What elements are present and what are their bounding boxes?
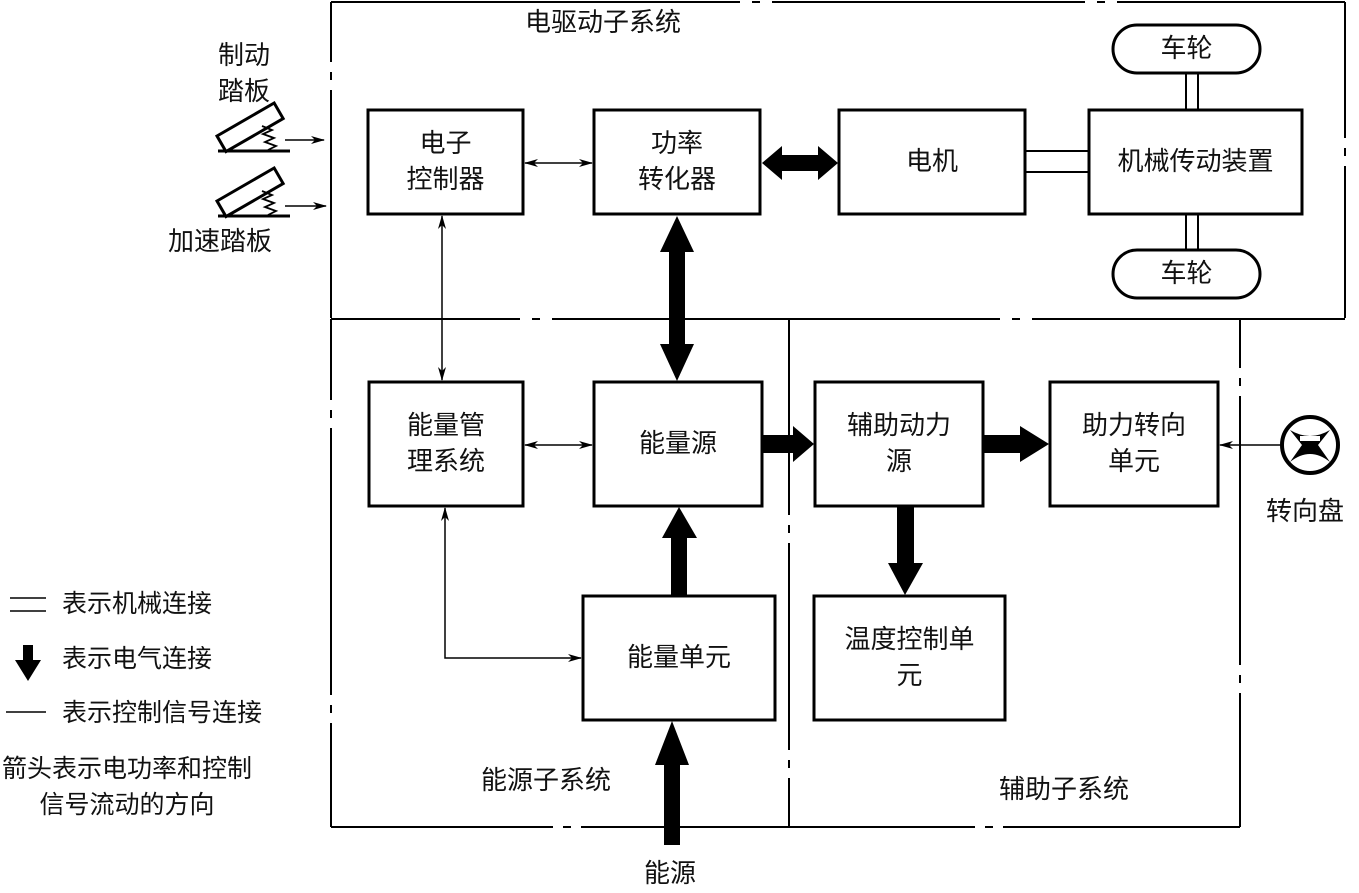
drive-subsystem-title: 电驱动子系统: [525, 8, 682, 38]
legend-note: 箭头表示电功率和控制 信号流动的方向: [2, 754, 253, 819]
motor-box: [837, 108, 1027, 216]
mechanical-link-wheel-bottom: [1185, 214, 1199, 250]
electronic-controller-label: 电子 控制器: [406, 129, 485, 195]
electrical-link-aux-to-steering: [984, 426, 1049, 462]
mechanical-transmission-box: [1087, 108, 1304, 216]
energy-unit-label: 能量单元: [626, 643, 731, 673]
legend-mechanical-label: 表示机械连接: [62, 589, 213, 618]
brake-pedal-icon: [214, 100, 290, 154]
wheel-bottom-block[interactable]: 车轮: [1113, 250, 1260, 298]
legend-electrical-icon: [15, 645, 41, 681]
energy-source-box: [592, 380, 764, 508]
aux-power-source-label: 辅助动力 源: [846, 411, 951, 477]
temperature-control-label: 温度控制单 元: [844, 625, 975, 691]
wheel-top-block[interactable]: 车轮: [1113, 25, 1260, 73]
energy-subsystem-title: 能源子系统: [481, 766, 612, 796]
temperature-control-box: [812, 594, 1007, 722]
energy-management-label: 能量管 理系统: [406, 411, 485, 477]
electronic-controller-box: [366, 108, 525, 216]
drive-subsystem-boundary: [330, 1, 1346, 318]
electrical-link-aux-to-temp: [888, 507, 923, 595]
power-converter-label: 功率 转化器: [637, 129, 716, 195]
legend-control-label: 表示控制信号连接: [62, 698, 263, 727]
mechanical-link-wheel-top: [1185, 73, 1199, 110]
power-steering-block[interactable]: 助力转向 单元: [1050, 382, 1218, 506]
power-steering-label: 助力转向 单元: [1081, 411, 1186, 477]
motor-label: 电机: [905, 147, 958, 177]
accel-pedal-label: 加速踏板: [168, 227, 273, 257]
electrical-link-energy-to-aux: [763, 426, 814, 462]
energy-management-block[interactable]: 能量管 理系统: [369, 382, 523, 506]
energy-management-box: [367, 380, 525, 508]
energy-input-label: 能源: [644, 859, 697, 889]
energy-unit-box: [581, 594, 777, 722]
steering-wheel-icon: [1280, 415, 1340, 475]
energy-source-label: 能量源: [638, 429, 717, 459]
steering-wheel-label: 转向盘: [1266, 497, 1345, 527]
aux-power-source-block[interactable]: 辅助动力 源: [815, 382, 983, 506]
mechanical-transmission-block[interactable]: 机械传动装置: [1089, 110, 1302, 214]
power-steering-box: [1048, 380, 1220, 508]
power-converter-block[interactable]: 功率 转化器: [594, 110, 760, 214]
energy-unit-block[interactable]: 能量单元: [583, 596, 775, 720]
wheel-bottom-label: 车轮: [1160, 259, 1213, 289]
auxiliary-subsystem-title: 辅助子系统: [999, 775, 1130, 805]
control-link-ems-energy-unit: [441, 507, 582, 662]
electrical-link-converter-energy-source: [660, 216, 694, 381]
auxiliary-subsystem-boundary: [788, 319, 1241, 828]
energy-source-block[interactable]: 能量源: [594, 382, 762, 506]
electronic-controller-block[interactable]: 电子 控制器: [368, 110, 523, 214]
motor-block[interactable]: 电机: [839, 110, 1025, 214]
brake-pedal-label: 制动 踏板: [218, 41, 271, 107]
electrical-link-input-to-unit: [655, 721, 689, 845]
aux-power-source-box: [813, 380, 985, 508]
mechanical-transmission-label: 机械传动装置: [1117, 147, 1274, 177]
legend-electrical-label: 表示电气连接: [62, 644, 213, 673]
electrical-link-converter-motor: [762, 146, 838, 180]
wheel-top-label: 车轮: [1160, 34, 1213, 64]
energy-subsystem-boundary: [330, 319, 789, 828]
power-converter-box: [592, 108, 762, 216]
mechanical-link-motor-transmission: [1025, 150, 1089, 173]
temperature-control-block[interactable]: 温度控制单 元: [814, 596, 1005, 720]
legend-mechanical-icon: [10, 597, 46, 612]
accel-pedal-icon: [214, 165, 290, 219]
electrical-link-unit-to-source: [662, 507, 697, 595]
